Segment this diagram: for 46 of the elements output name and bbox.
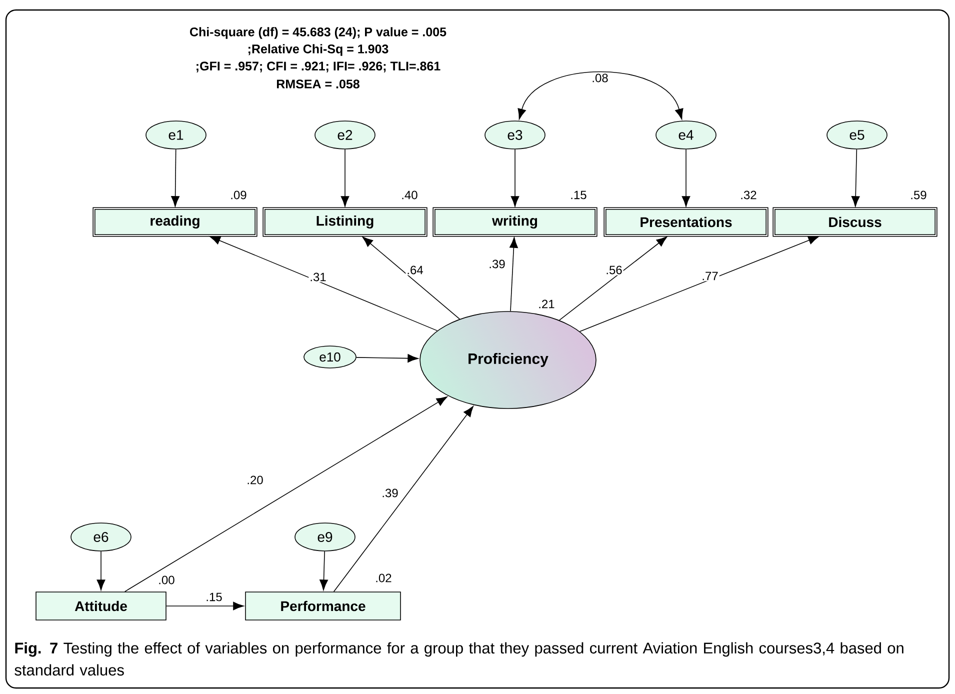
arrow <box>558 236 668 321</box>
arrow <box>96 551 106 590</box>
arrow <box>510 149 520 207</box>
variable-box: Listining <box>262 207 428 237</box>
arrow <box>851 149 860 207</box>
variable-box: reading <box>92 207 258 237</box>
coefficient-label: .59 <box>911 190 926 200</box>
arrow <box>124 396 448 592</box>
edge-label: .31 <box>308 272 328 282</box>
coefficient-label: .15 <box>571 190 586 200</box>
coefficient-label: .21 <box>539 300 554 308</box>
coefficient-label: .32 <box>741 190 756 200</box>
arrow <box>166 602 244 610</box>
edge-label: .15 <box>204 592 224 602</box>
variable-box: Presentations <box>604 207 768 237</box>
arrow <box>320 551 328 590</box>
coefficient-label: .09 <box>231 190 246 200</box>
fit-statistics: ;Relative Chi-Sq = 1.903 <box>248 44 388 56</box>
arrow <box>356 354 418 363</box>
fit-statistics: ;GFI = .957; CFI = .921; IFI= .926; TLI=.861 <box>196 62 440 72</box>
arrow <box>210 236 438 332</box>
variable-box: Discuss <box>772 207 938 237</box>
fit-statistics: Chi-square (df) = 45.683 (24); P value = .005 <box>190 27 446 39</box>
fit-statistics: RMSEA = .058 <box>276 80 360 88</box>
edge-label: .20 <box>246 474 264 486</box>
arrow <box>171 149 180 207</box>
edge-label: .56 <box>604 264 624 276</box>
edge-label: .64 <box>406 264 424 276</box>
caption: Fig. 7 Testing the effect of variables on performance for a group that they passed current Aviation English courses3,4 based on standard values <box>14 642 904 676</box>
arrow <box>333 406 474 592</box>
variable-box: Performance <box>245 592 401 620</box>
coefficient-label: .00 <box>159 576 174 584</box>
arrow <box>362 236 460 320</box>
coefficient-label: .40 <box>402 190 418 200</box>
arrow <box>340 149 350 207</box>
coefficient-label: .02 <box>376 574 392 582</box>
arrow <box>518 71 684 120</box>
arrow <box>579 236 819 332</box>
edge-label: .39 <box>380 488 400 498</box>
edge-label: .08 <box>590 72 610 84</box>
arrow <box>510 237 518 312</box>
variable-box: Attitude <box>36 592 166 620</box>
variable-box: writing <box>432 207 598 237</box>
arrow <box>682 149 690 207</box>
edge-label: .77 <box>700 270 720 282</box>
edge-label: .39 <box>488 258 506 270</box>
